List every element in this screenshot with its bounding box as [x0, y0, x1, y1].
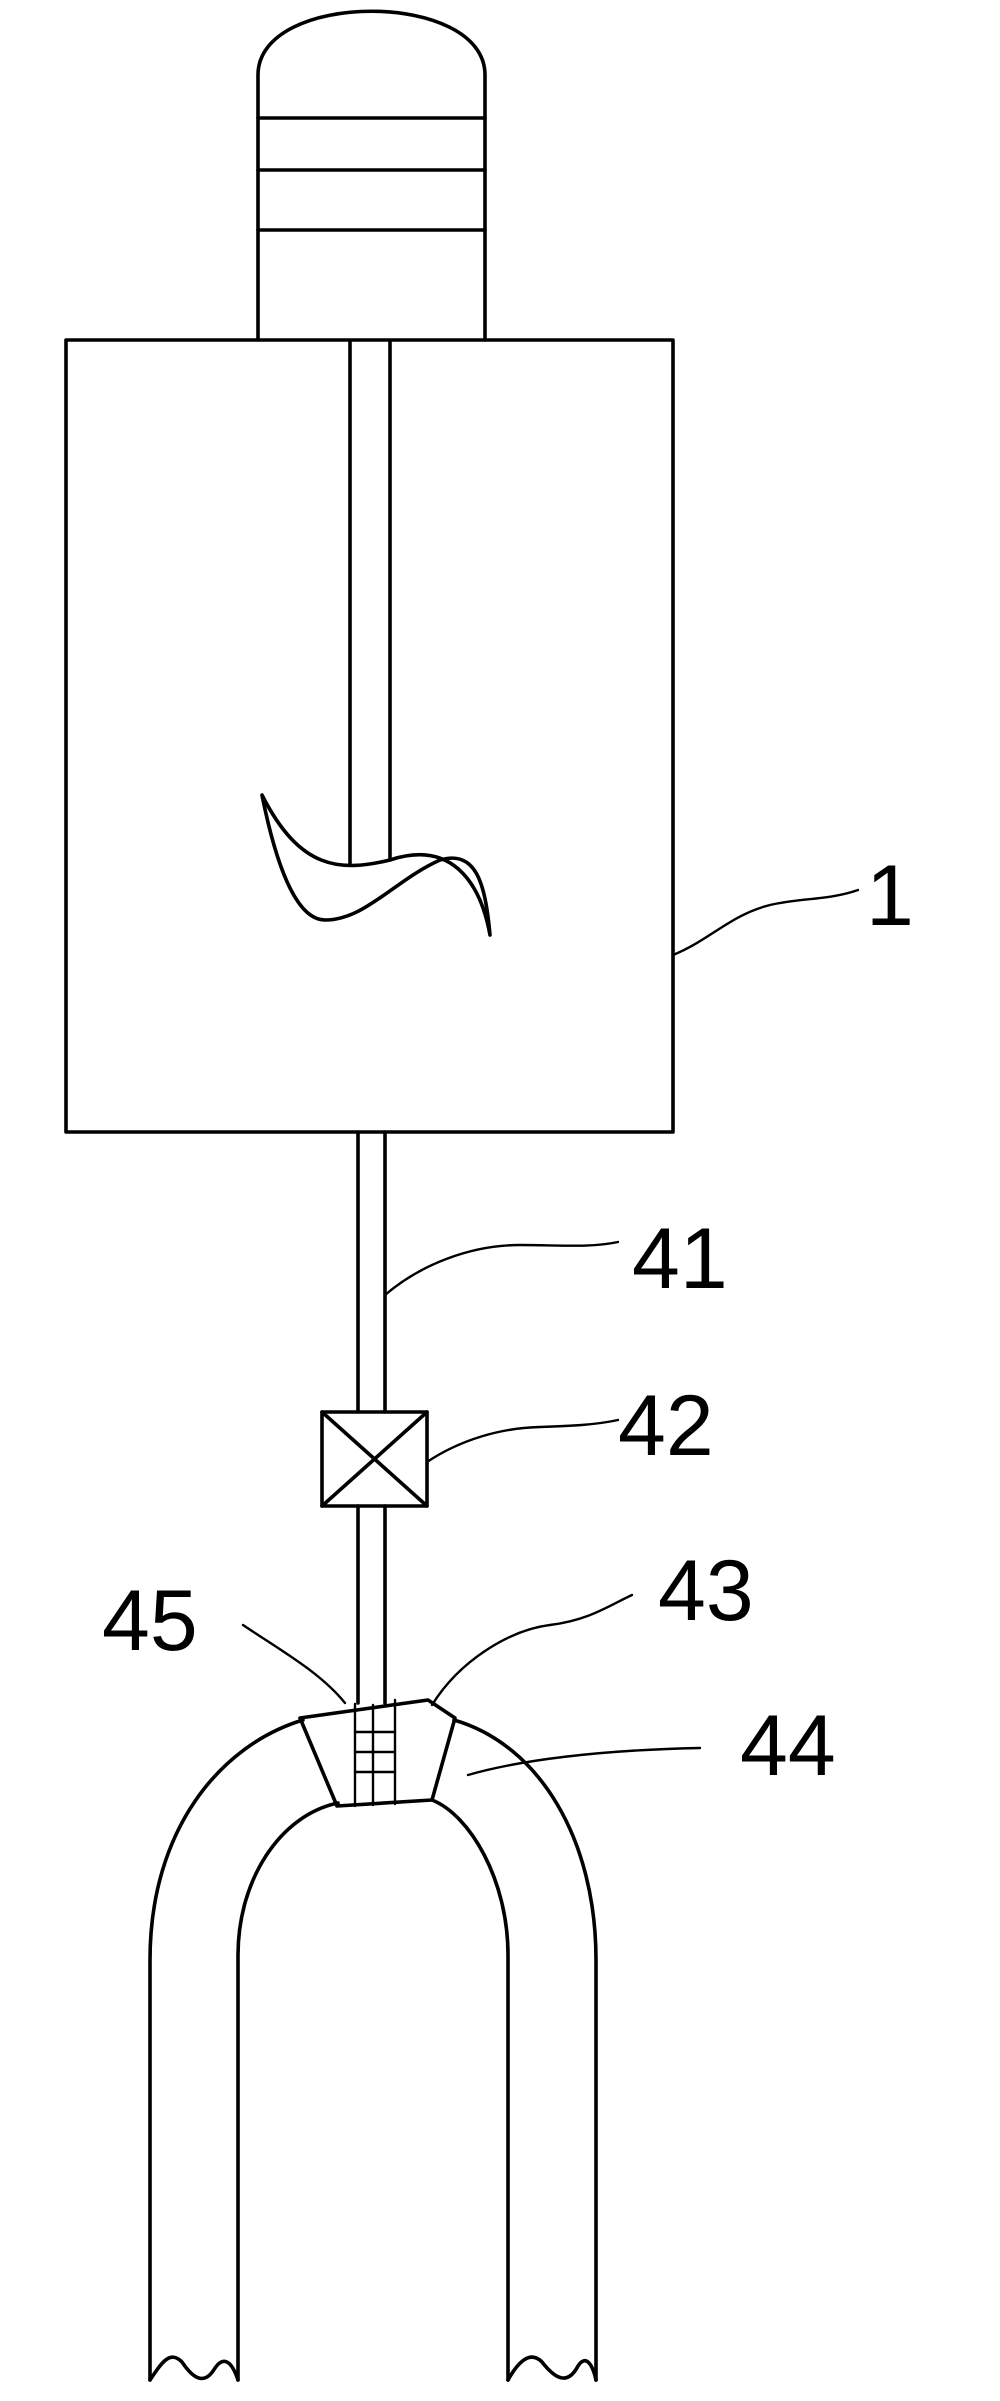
- stirrer-shaft: [348, 340, 392, 867]
- stirrer-blade: [260, 793, 492, 937]
- label-u-tube: 44: [740, 1698, 836, 1794]
- tank-body: [64, 338, 675, 1134]
- outlet-pipe: [356, 1130, 387, 1705]
- label-nozzle: 43: [658, 1543, 754, 1639]
- orifice: [353, 1703, 397, 1807]
- leader-lines: [241, 888, 860, 1777]
- motor: [256, 9, 487, 342]
- label-valve: 42: [618, 1378, 714, 1474]
- label-tank: 1: [866, 848, 914, 944]
- label-orifice: 45: [102, 1573, 198, 1669]
- label-pipe: 41: [632, 1211, 728, 1307]
- valve: [320, 1410, 429, 1508]
- u-tube: [148, 1718, 598, 2382]
